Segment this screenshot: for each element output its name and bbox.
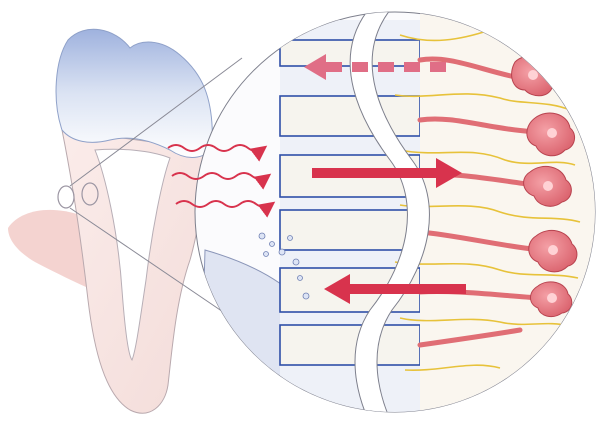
cell-nucleus	[528, 70, 538, 80]
magnified-dentin-view	[195, 10, 596, 424]
fluid-droplet	[264, 252, 269, 257]
cell-nucleus	[547, 293, 557, 303]
tubule	[280, 96, 420, 136]
fluid-droplet	[303, 293, 309, 299]
tooth	[8, 29, 212, 413]
tubule-opening-marker	[58, 186, 74, 208]
tubule	[280, 325, 420, 365]
fluid-droplet	[293, 259, 299, 265]
cell-nucleus	[543, 181, 553, 191]
dentin-tubules	[280, 20, 420, 420]
fluid-droplet	[298, 276, 303, 281]
cell-nucleus	[548, 245, 558, 255]
fluid-droplet	[279, 249, 285, 255]
tubule	[280, 210, 420, 250]
fluid-droplet	[270, 242, 275, 247]
fluid-droplet	[259, 233, 265, 239]
cell-nucleus	[547, 128, 557, 138]
fluid-droplet	[288, 236, 293, 241]
